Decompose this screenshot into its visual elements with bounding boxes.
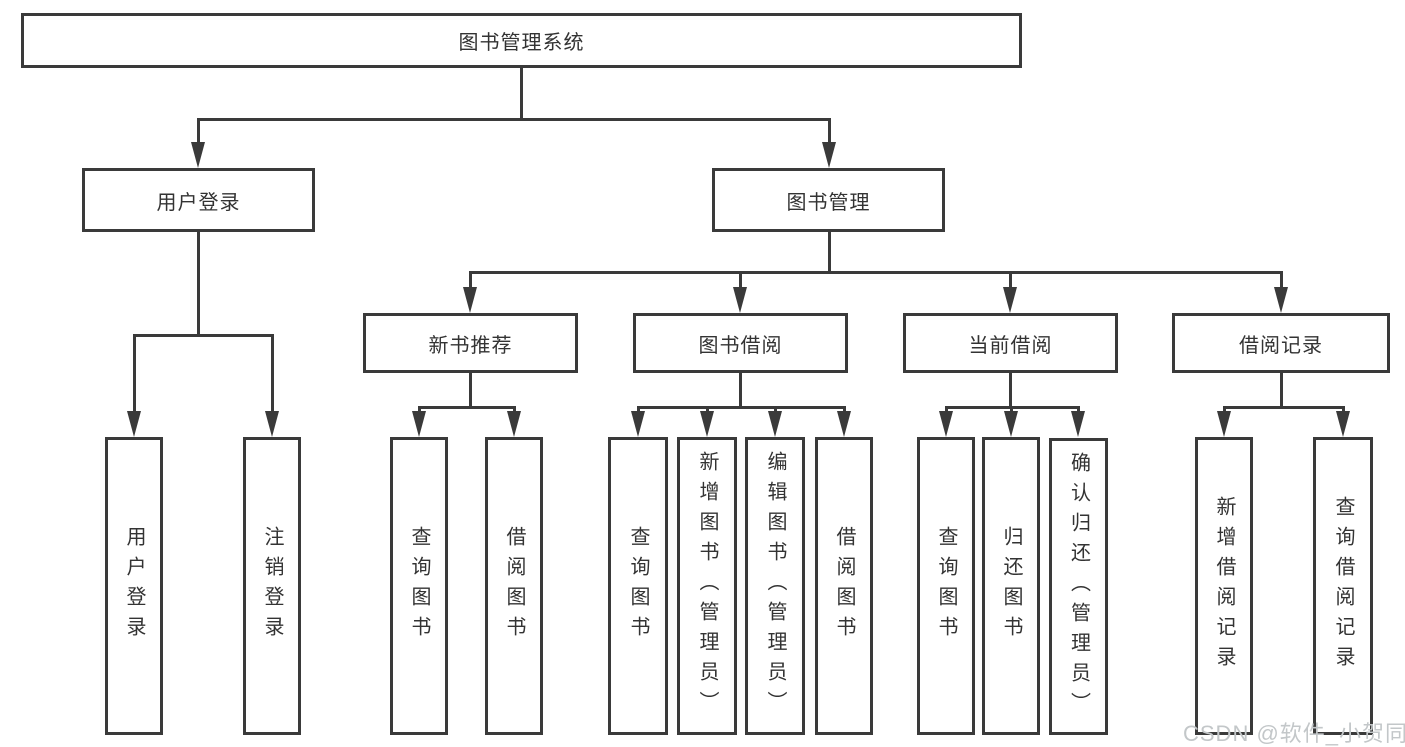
connector-line <box>1342 406 1345 413</box>
connector-line <box>418 406 516 409</box>
connector-line <box>828 118 831 144</box>
leaf-query-borrow-record: 查询借阅记录 <box>1313 437 1373 735</box>
connector-line <box>945 406 948 413</box>
arrow-down-icon <box>1217 411 1231 437</box>
connector-line <box>1009 373 1012 409</box>
arrow-down-icon <box>733 287 747 313</box>
arrow-down-icon <box>1003 287 1017 313</box>
connector-line <box>739 373 742 409</box>
connector-line <box>133 334 274 337</box>
connector-line <box>1280 271 1283 289</box>
node-label: 编辑图书（管理员） <box>764 451 786 721</box>
arrow-down-icon <box>507 411 521 437</box>
connector-line <box>469 271 1283 274</box>
node-label: 新增借阅记录 <box>1213 496 1235 676</box>
leaf-edit-book-admin: 编辑图书（管理员） <box>745 437 805 735</box>
node-borrow-records: 借阅记录 <box>1172 313 1390 373</box>
arrow-down-icon <box>837 411 851 437</box>
node-label: 用户登录 <box>123 526 145 646</box>
node-label: 查询图书 <box>935 526 957 646</box>
node-label: 注销登录 <box>261 526 283 646</box>
node-label: 新增图书（管理员） <box>696 451 718 721</box>
arrow-down-icon <box>700 411 714 437</box>
connector-line <box>133 334 136 413</box>
node-label: 图书管理系统 <box>458 32 585 54</box>
node-label: 查询图书 <box>627 526 649 646</box>
connector-line <box>1009 271 1012 289</box>
node-label: 借阅记录 <box>1239 334 1323 357</box>
node-label: 当前借阅 <box>968 334 1053 357</box>
connector-line <box>197 118 200 144</box>
leaf-confirm-return-admin: 确认归还（管理员） <box>1049 438 1108 735</box>
leaf-query-books-current: 查询图书 <box>917 437 975 735</box>
arrow-down-icon <box>768 411 782 437</box>
connector-line <box>271 334 274 413</box>
connector-line <box>843 406 846 413</box>
arrow-down-icon <box>463 287 477 313</box>
connector-line <box>774 406 777 413</box>
arrow-down-icon <box>265 411 279 437</box>
csdn-watermark: CSDN @软件_小贺同学 <box>1183 721 1405 746</box>
connector-line <box>828 232 831 274</box>
connector-line <box>469 373 472 409</box>
connector-line <box>706 406 709 413</box>
arrow-down-icon <box>631 411 645 437</box>
leaf-borrow-books-recommend: 借阅图书 <box>485 437 543 735</box>
connector-line <box>197 232 200 337</box>
leaf-logout: 注销登录 <box>243 437 301 735</box>
node-label: 借阅图书 <box>503 526 525 646</box>
connector-line <box>637 406 846 409</box>
connector-line <box>520 68 523 120</box>
node-label: 借阅图书 <box>833 526 855 646</box>
arrow-down-icon <box>1004 411 1018 437</box>
arrow-down-icon <box>127 411 141 437</box>
connector-line <box>513 406 516 413</box>
node-system-root: 图书管理系统 <box>21 13 1022 68</box>
arrow-down-icon <box>191 142 205 168</box>
leaf-add-borrow-record: 新增借阅记录 <box>1195 437 1253 735</box>
connector-line <box>1280 373 1283 409</box>
node-label: 用户登录 <box>156 191 241 214</box>
leaf-borrow-books: 借阅图书 <box>815 437 873 735</box>
node-label: 查询借阅记录 <box>1332 496 1354 676</box>
node-label: 确认归还（管理员） <box>1067 451 1090 722</box>
node-label: 新书推荐 <box>428 334 513 357</box>
node-current-borrow: 当前借阅 <box>903 313 1118 373</box>
connector-line <box>197 118 831 121</box>
node-user-login: 用户登录 <box>82 168 315 232</box>
connector-line <box>637 406 640 413</box>
node-label: 归还图书 <box>1000 526 1022 646</box>
leaf-add-book-admin: 新增图书（管理员） <box>677 437 737 735</box>
leaf-return-book: 归还图书 <box>982 437 1040 735</box>
leaf-query-books-recommend: 查询图书 <box>390 437 448 735</box>
arrow-down-icon <box>1071 411 1085 437</box>
connector-line <box>1223 406 1226 413</box>
connector-line <box>1010 406 1013 413</box>
node-label: 图书管理 <box>786 191 871 214</box>
node-label: 查询图书 <box>408 526 430 646</box>
node-book-borrow: 图书借阅 <box>633 313 848 373</box>
arrow-down-icon <box>1336 411 1350 437</box>
arrow-down-icon <box>939 411 953 437</box>
leaf-user-login: 用户登录 <box>105 437 163 735</box>
node-new-book-recommend: 新书推荐 <box>363 313 578 373</box>
arrow-down-icon <box>822 142 836 168</box>
node-label: 图书借阅 <box>698 334 783 357</box>
leaf-query-books-borrow: 查询图书 <box>608 437 668 735</box>
arrow-down-icon <box>412 411 426 437</box>
connector-line <box>1223 406 1345 409</box>
connector-line <box>1077 406 1080 413</box>
connector-line <box>469 271 472 289</box>
connector-line <box>418 406 421 413</box>
connector-line <box>739 271 742 289</box>
arrow-down-icon <box>1274 287 1288 313</box>
node-book-management: 图书管理 <box>712 168 945 232</box>
